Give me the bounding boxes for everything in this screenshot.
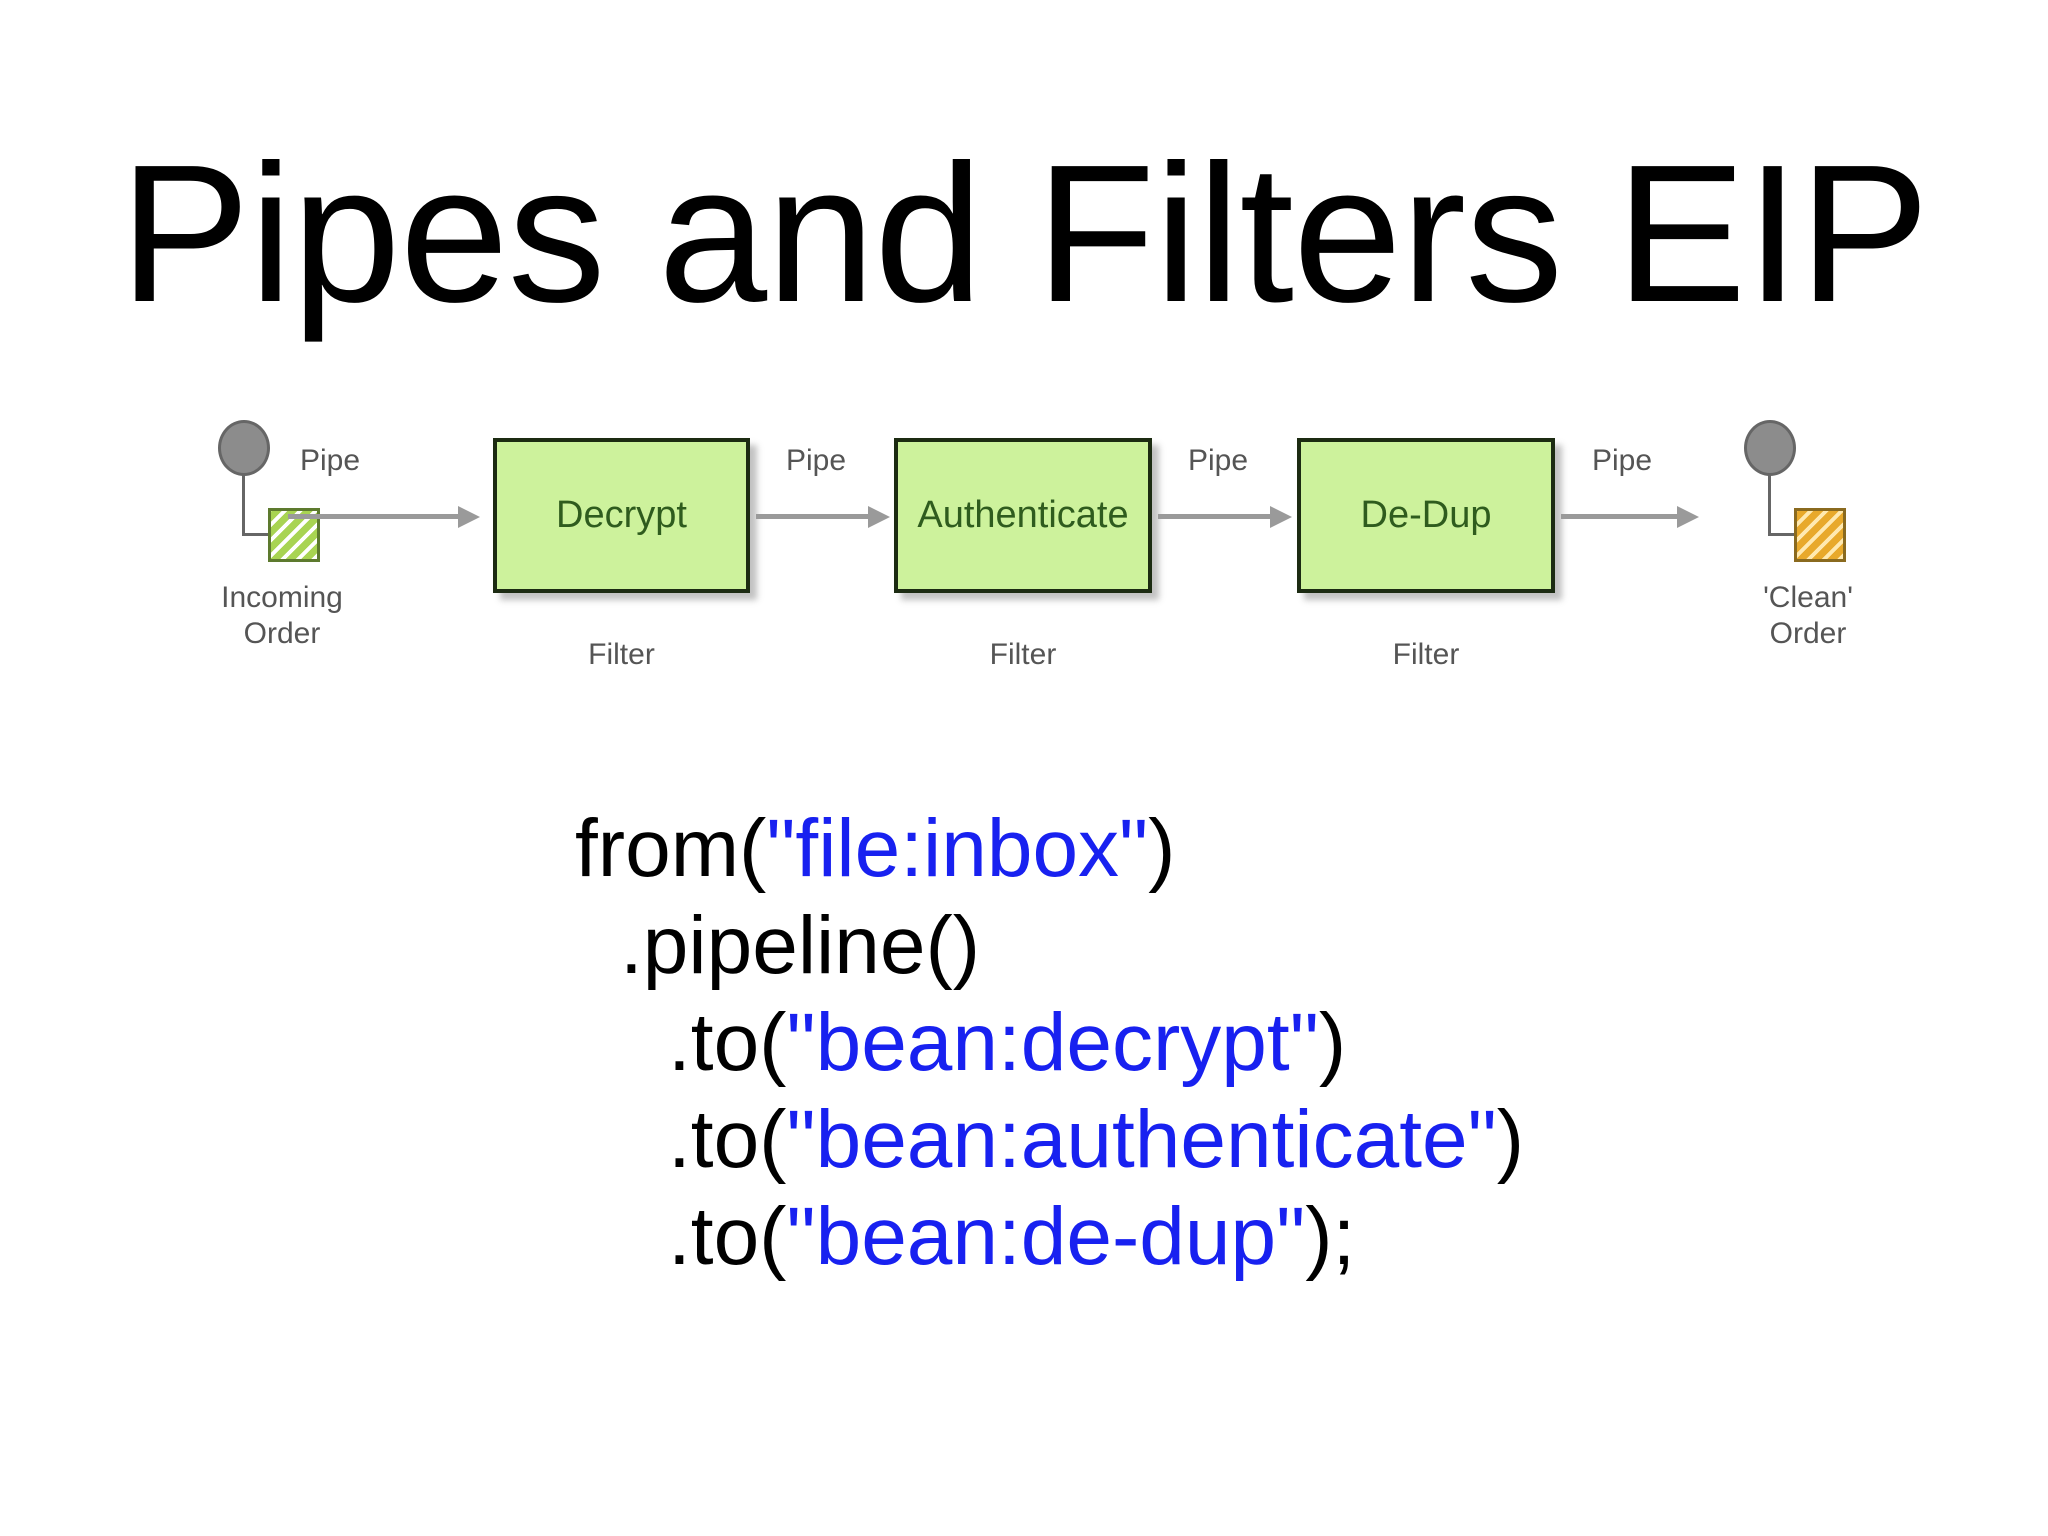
pipe-1-line [288, 514, 460, 519]
filter-caption-authenticate: Filter [989, 638, 1057, 671]
pipe-3-line [1158, 514, 1272, 519]
code-token-plain: ); [1305, 1191, 1356, 1282]
code-line-2: .to("bean:decrypt") [0, 994, 2048, 1091]
pipe-2 [756, 506, 890, 528]
filter-box-authenticate[interactable]: Authenticate [894, 438, 1152, 593]
pipe-3-label: Pipe [1188, 444, 1249, 477]
code-line-0: from("file:inbox") [0, 800, 2048, 897]
incoming-order-label: Incoming Order [221, 581, 343, 650]
filter-box-decrypt[interactable]: Decrypt [493, 438, 750, 593]
message-endpoint-circle-icon [1744, 420, 1796, 476]
code-line-3: .to("bean:authenticate") [0, 1091, 2048, 1188]
code-line-4: .to("bean:de-dup"); [0, 1188, 2048, 1285]
pipes-and-filters-diagram: Incoming Order Pipe Decrypt Filter Pipe … [0, 420, 2048, 720]
pipe-4 [1561, 506, 1699, 528]
pipe-3-arrowhead-icon [1270, 506, 1292, 528]
code-token-plain: .to( [668, 1191, 787, 1282]
connector-stem [1768, 474, 1771, 536]
clean-order-label: 'Clean' Order [1763, 581, 1853, 650]
clean-order-message-icon [1794, 508, 1846, 562]
code-token-plain: ) [1318, 997, 1347, 1088]
connector-elbow [1768, 533, 1796, 536]
code-token-plain: ) [1148, 803, 1176, 894]
code-token-plain: .to( [668, 1094, 787, 1185]
pipe-1 [288, 506, 480, 528]
code-token-plain: .to( [668, 997, 787, 1088]
clean-order-endpoint: 'Clean' Order [1722, 420, 1892, 680]
code-token-plain: .pipeline() [620, 900, 981, 991]
pipe-2-line [756, 514, 870, 519]
code-line-1: .pipeline() [0, 897, 2048, 994]
filter-name-de-dup: De-Dup [1360, 494, 1492, 536]
route-code-block: from("file:inbox").pipeline().to("bean:d… [0, 800, 2048, 1285]
pipe-4-line [1561, 514, 1679, 519]
filter-caption-decrypt: Filter [588, 638, 655, 671]
pipe-2-label: Pipe [786, 444, 847, 477]
filter-name-authenticate: Authenticate [917, 494, 1129, 536]
code-token-string: "file:inbox" [766, 803, 1149, 894]
code-token-string: "bean:de-dup" [786, 1191, 1306, 1282]
filter-caption-de-dup: Filter [1392, 638, 1460, 671]
pipe-3 [1158, 506, 1292, 528]
code-token-plain: from( [575, 803, 767, 894]
connector-stem [242, 474, 245, 536]
code-token-plain: ) [1496, 1094, 1525, 1185]
pipe-1-arrowhead-icon [458, 506, 480, 528]
pipe-2-arrowhead-icon [868, 506, 890, 528]
pipe-4-arrowhead-icon [1677, 506, 1699, 528]
filter-box-de-dup[interactable]: De-Dup [1297, 438, 1555, 593]
filter-name-decrypt: Decrypt [556, 494, 687, 536]
pipe-1-label: Pipe [300, 444, 361, 477]
message-endpoint-circle-icon [218, 420, 270, 476]
connector-elbow [242, 533, 270, 536]
code-token-string: "bean:decrypt" [786, 997, 1319, 1088]
code-token-string: "bean:authenticate" [786, 1094, 1497, 1185]
page-title: Pipes and Filters EIP [119, 124, 1929, 343]
pipe-4-label: Pipe [1592, 444, 1653, 477]
